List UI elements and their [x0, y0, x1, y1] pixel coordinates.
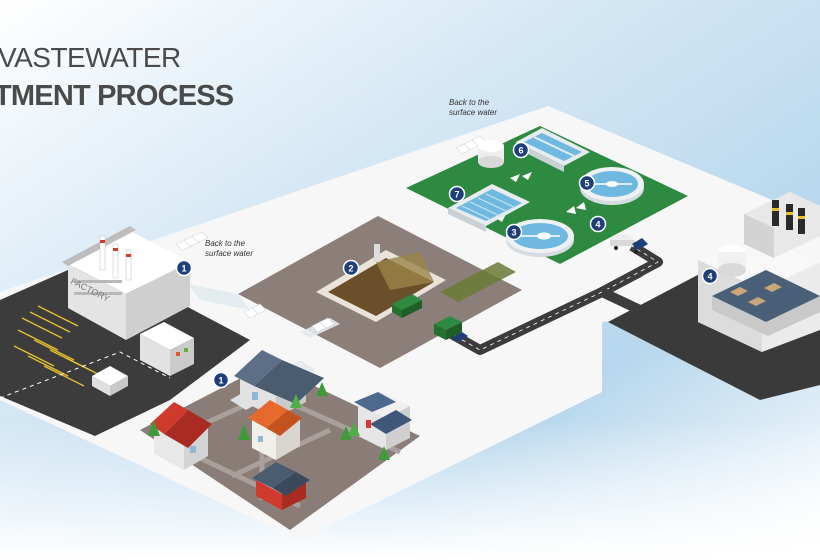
step-marker-power: 4 [701, 267, 719, 285]
step-marker-icon [212, 371, 230, 389]
dumpster-icon [392, 294, 422, 318]
svg-text:1: 1 [218, 376, 223, 386]
step-marker-icon [448, 185, 466, 203]
plant-return-note: Back to the surface water [449, 98, 497, 118]
svg-text:1: 1 [181, 264, 186, 274]
clarifier-tank [580, 167, 644, 205]
truck-icon [434, 316, 468, 342]
svg-text:6: 6 [518, 146, 523, 156]
house-blue [354, 392, 412, 450]
effluent-channel [440, 262, 516, 302]
screening-basin [316, 244, 446, 322]
tree-icon [148, 382, 390, 460]
power-chimneys [772, 200, 805, 234]
parking-lines [13, 305, 107, 387]
step-marker-transport: 4 [589, 215, 607, 233]
factory-return-note: Back to the surface water [205, 239, 253, 259]
svg-text:7: 7 [454, 190, 459, 200]
chimney-icon [99, 235, 132, 281]
svg-text:2: 2 [348, 264, 353, 274]
step-marker-houses: 1 [212, 371, 230, 389]
step-marker-aeration: 3 [505, 223, 523, 241]
note-line: surface water [205, 249, 254, 258]
step-marker-icon [578, 174, 596, 192]
step-marker-icon [342, 259, 360, 277]
svg-text:4: 4 [707, 272, 712, 282]
title-line-2: TMENT PROCESS [0, 80, 234, 112]
tanker-truck-icon [610, 234, 648, 254]
step-marker-final-filter: 7 [448, 185, 466, 203]
step-marker-icon [701, 267, 719, 285]
final-filter [448, 184, 530, 232]
aeration-tank [506, 219, 574, 257]
step-marker-screening: 2 [342, 259, 360, 277]
storage-tank [478, 140, 504, 168]
plant-flow-arrows [496, 172, 586, 222]
note-line: Back to the [205, 239, 246, 248]
factory-lot [0, 258, 250, 436]
step-marker-factory: 1 [175, 259, 193, 277]
step-marker-icon [512, 141, 530, 159]
svg-text:4: 4 [595, 220, 600, 230]
step-marker-icon [505, 223, 523, 241]
step-marker-clarifier: 5 [578, 174, 596, 192]
svg-text:5: 5 [584, 179, 589, 189]
svg-text:3: 3 [511, 228, 516, 238]
title-line-1: VASTEWATER [0, 42, 181, 73]
house-brick [252, 462, 310, 510]
note-line: surface water [449, 108, 498, 117]
plant-lot [406, 126, 688, 264]
step-marker-icon [589, 215, 607, 233]
house-orange [248, 400, 302, 460]
note-line: Back to the [449, 98, 490, 107]
road-to-power [599, 287, 643, 315]
step-marker-sand-filter: 6 [512, 141, 530, 159]
house-red [150, 402, 212, 470]
step-marker-icon [175, 259, 193, 277]
